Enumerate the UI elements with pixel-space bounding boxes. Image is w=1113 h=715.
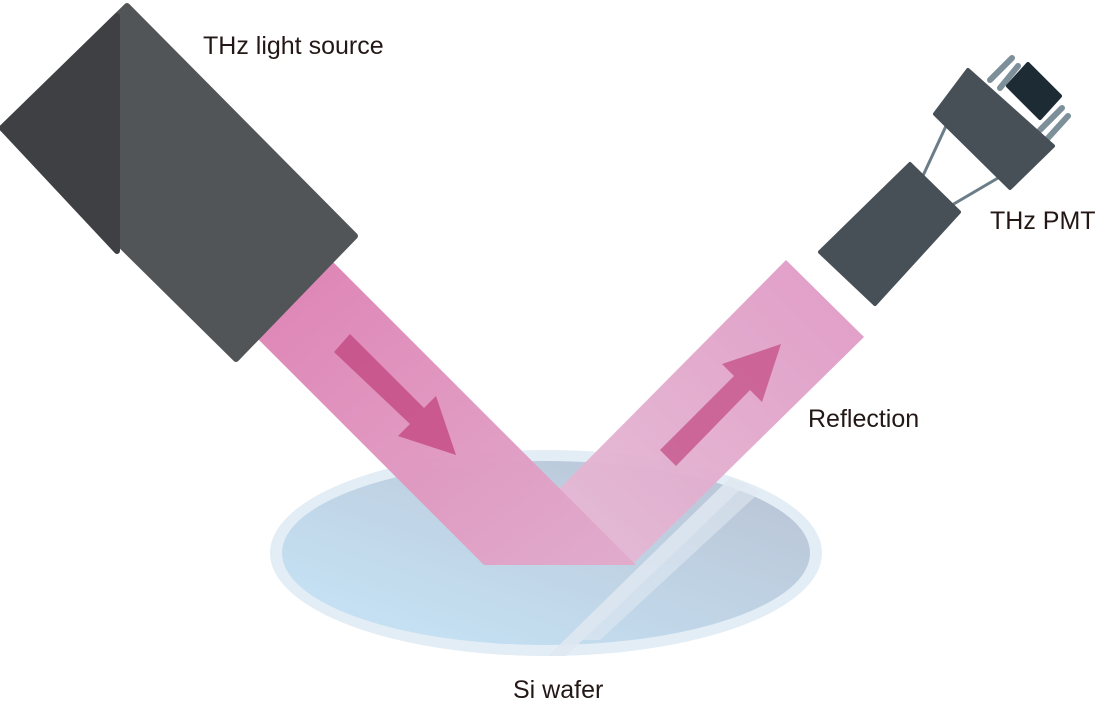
reflection-label: Reflection [808, 405, 920, 433]
incident-arrow-icon [334, 334, 456, 455]
reflected-arrow-icon [660, 344, 781, 466]
pmt-label: THz PMT [990, 207, 1096, 235]
light-source-device [0, 3, 358, 362]
wafer-label: Si wafer [513, 676, 604, 704]
light-source-label: THz light source [203, 32, 384, 60]
pmt-pins [987, 55, 1071, 141]
pmt-detector [818, 55, 1071, 306]
